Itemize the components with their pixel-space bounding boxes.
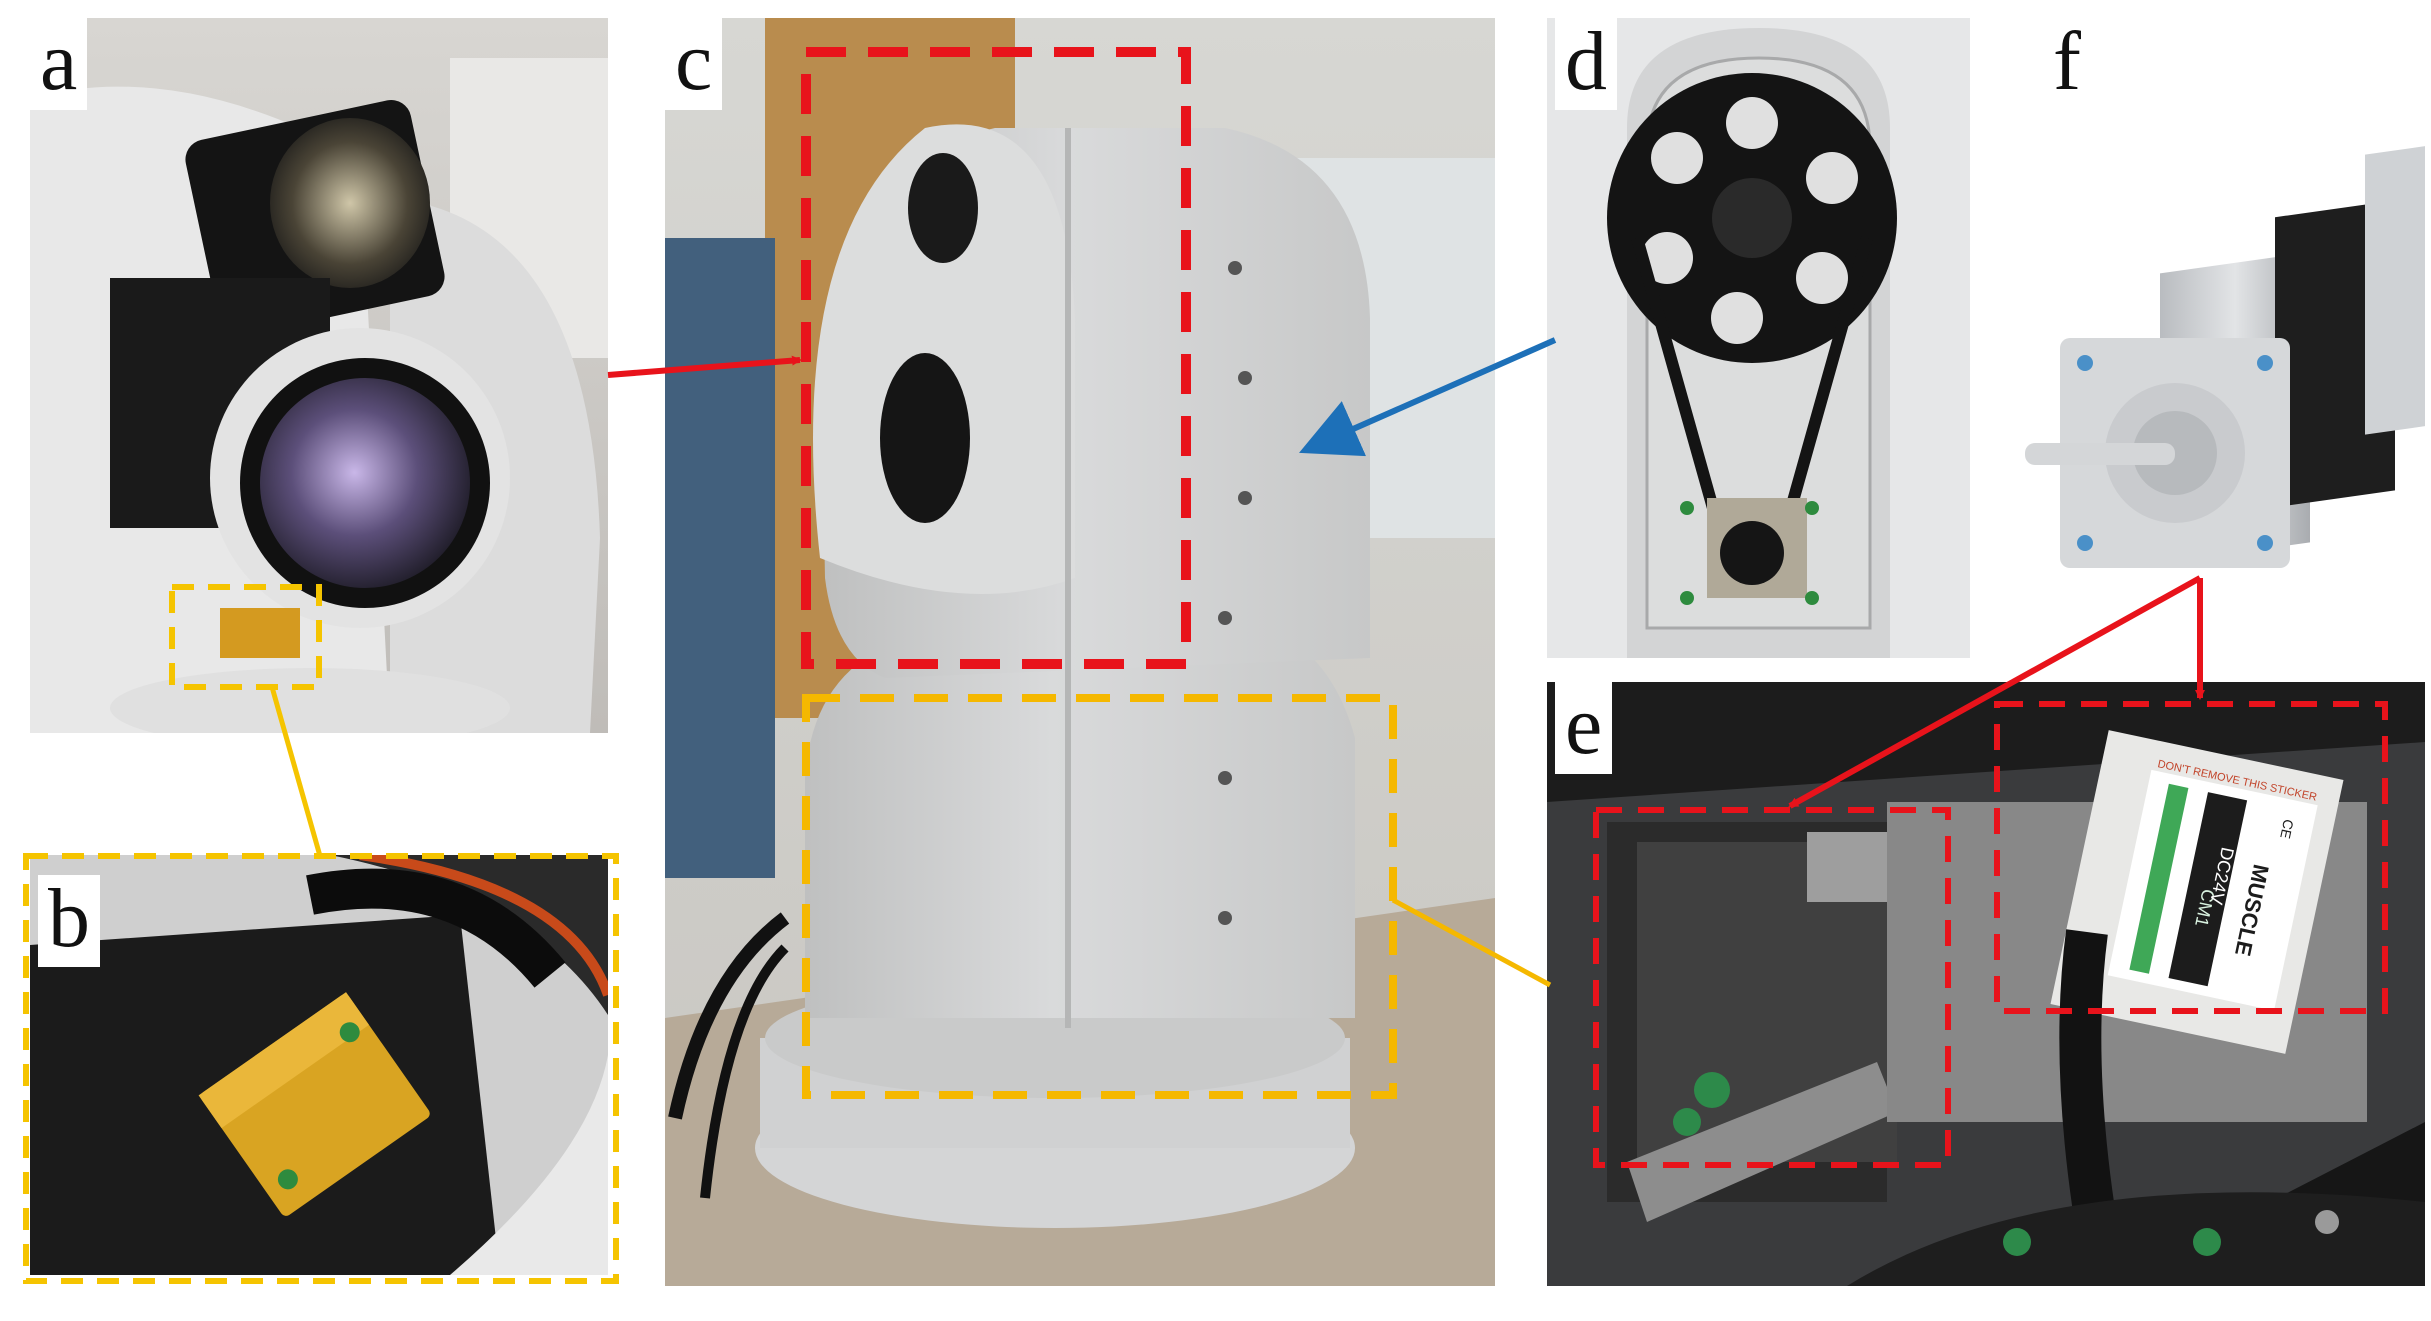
panel-c-photo: c (665, 18, 1495, 1286)
panel-label-c: c (665, 18, 723, 110)
ptz-unit-image (665, 18, 1495, 1286)
panel-d-photo: d (1547, 18, 1970, 658)
panel-b-photo: b (30, 855, 608, 1275)
panel-label-f: f (2043, 18, 2091, 110)
panel-a-photo: a (30, 18, 608, 733)
panel-label-b: b (38, 875, 100, 967)
panel-label-a: a (30, 18, 88, 110)
panel-label-d: d (1555, 18, 1617, 110)
panel-f-photo: f (1985, 18, 2425, 658)
panel-label-e: e (1555, 682, 1613, 774)
stepper-motor-image (2025, 141, 2425, 568)
camera-module-image (30, 18, 608, 733)
belt-drive-image (1547, 18, 1970, 658)
panel-e-photo: CM1 DC24V MUSCLE CE DON'T REMOVE THIS ST… (1547, 682, 2425, 1286)
installed-motor-image: CM1 DC24V MUSCLE CE DON'T REMOVE THIS ST… (1547, 682, 2425, 1286)
encoder-closeup-image (30, 855, 608, 1275)
